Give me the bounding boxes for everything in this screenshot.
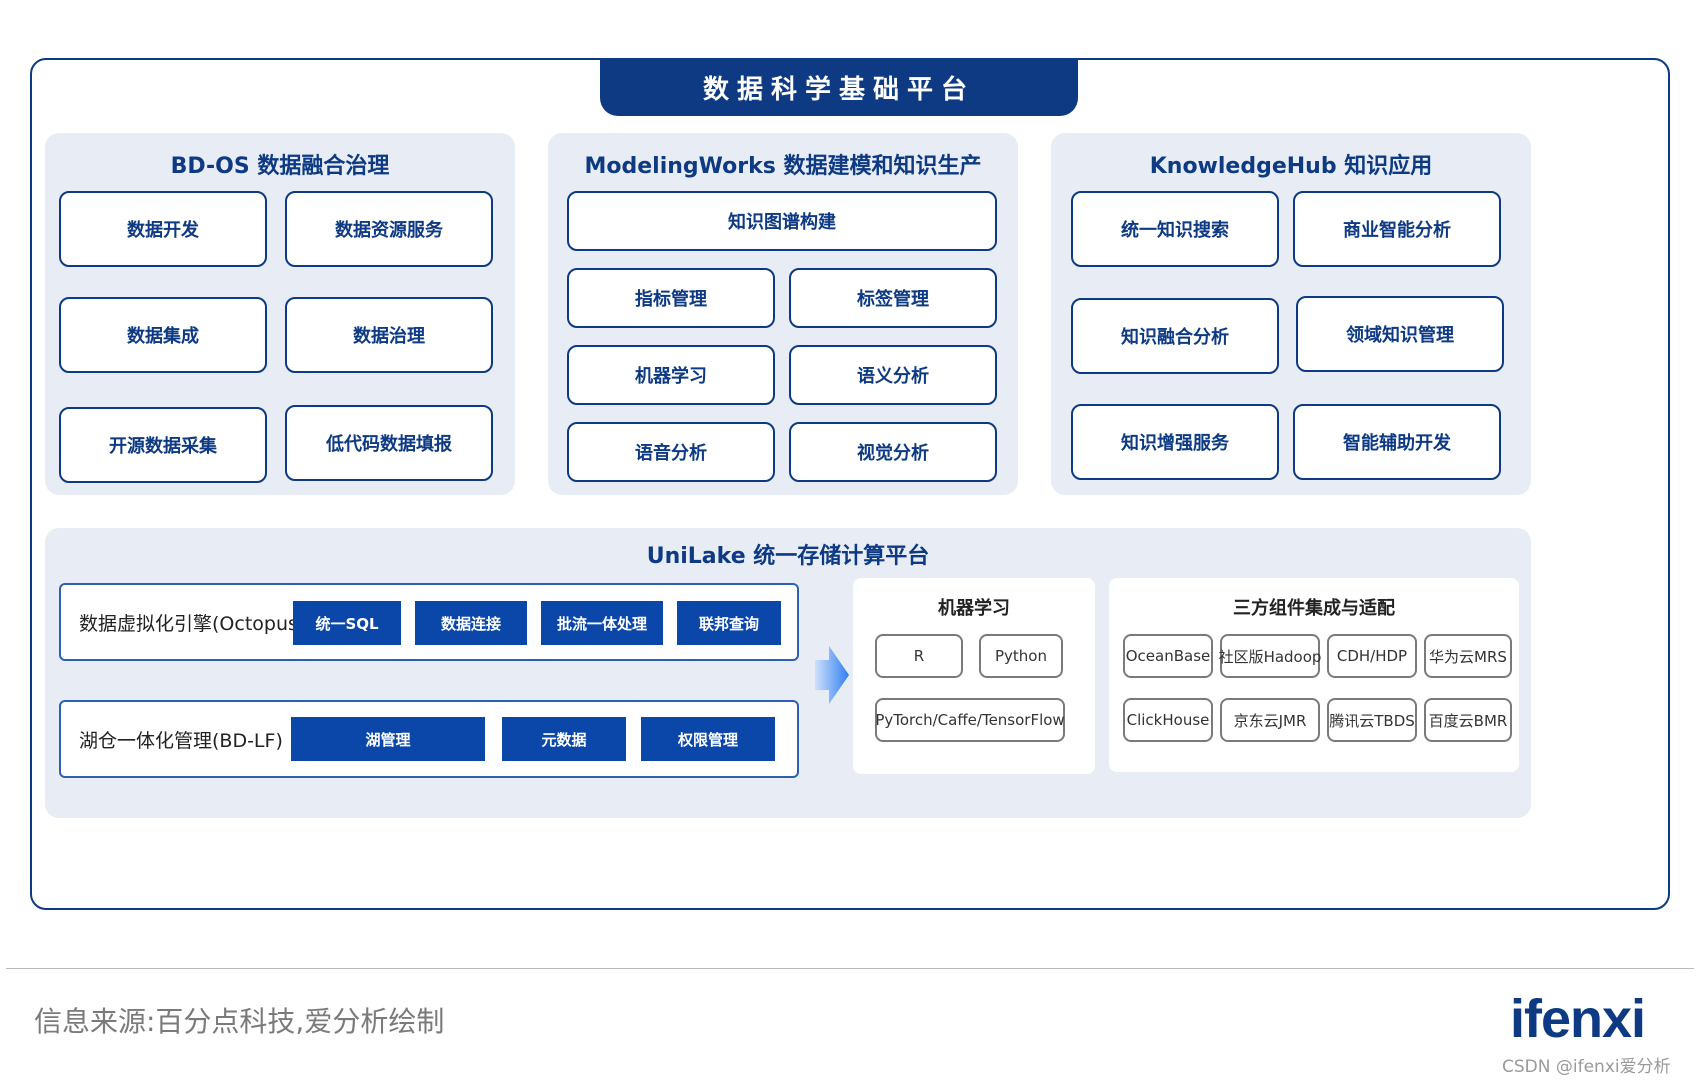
bdos-item-data-resource-service: 数据资源服务 <box>285 191 493 267</box>
knowledge-item-domain-knowledge: 领域知识管理 <box>1296 296 1504 372</box>
ml-item-python: Python <box>979 634 1063 678</box>
knowledge-item-unified-search: 统一知识搜索 <box>1071 191 1279 267</box>
modeling-item-tag-management: 标签管理 <box>789 268 997 328</box>
modeling-item-speech-analysis: 语音分析 <box>567 422 775 482</box>
tp-item-oceanbase: OceanBase <box>1123 634 1213 678</box>
knowledge-item-knowledge-enhancement: 知识增强服务 <box>1071 404 1279 480</box>
footer-divider <box>6 968 1694 969</box>
modeling-item-knowledge-graph: 知识图谱构建 <box>567 191 997 251</box>
bdlf-chip-lake-management: 湖管理 <box>291 717 485 761</box>
bdlf-row: 湖仓一体化管理(BD-LF) 湖管理 元数据 权限管理 <box>59 700 799 778</box>
octopus-chip-federated-query: 联邦查询 <box>677 601 781 645</box>
modeling-item-metric-management: 指标管理 <box>567 268 775 328</box>
octopus-chip-unified-sql: 统一SQL <box>293 601 401 645</box>
tp-item-baidu-bmr: 百度云BMR <box>1424 698 1512 742</box>
ml-title: 机器学习 <box>938 598 1010 619</box>
tp-item-tencent-tbds: 腾讯云TBDS <box>1327 698 1417 742</box>
third-party-title: 三方组件集成与适配 <box>1233 598 1395 619</box>
tp-item-huawei-mrs: 华为云MRS <box>1424 634 1512 678</box>
knowledge-title: KnowledgeHub 知识应用 <box>1149 154 1433 179</box>
right-arrow-icon <box>815 646 849 704</box>
ifenxi-logo: ifenxi <box>1510 989 1646 1049</box>
knowledge-item-knowledge-fusion: 知识融合分析 <box>1071 298 1279 374</box>
modeling-item-vision-analysis: 视觉分析 <box>789 422 997 482</box>
bdlf-chip-permission-management: 权限管理 <box>641 717 775 761</box>
knowledge-item-bi-analysis: 商业智能分析 <box>1293 191 1501 267</box>
bdlf-label: 湖仓一体化管理(BD-LF) <box>79 730 283 752</box>
bdos-item-low-code-reporting: 低代码数据填报 <box>285 405 493 481</box>
modeling-item-machine-learning: 机器学习 <box>567 345 775 405</box>
ml-item-frameworks: PyTorch/Caffe/TensorFlow <box>875 698 1065 742</box>
modeling-title: ModelingWorks 数据建模和知识生产 <box>584 154 982 179</box>
bdos-item-data-development: 数据开发 <box>59 191 267 267</box>
third-party-panel: 三方组件集成与适配 OceanBase 社区版Hadoop CDH/HDP 华为… <box>1109 578 1519 772</box>
unilake-panel: UniLake 统一存储计算平台 数据虚拟化引擎(Octopus) 统一SQL … <box>45 528 1531 818</box>
bdos-item-open-source-collection: 开源数据采集 <box>59 407 267 483</box>
source-note: 信息来源:百分点科技,爱分析绘制 <box>34 1005 445 1038</box>
octopus-chip-stream-batch: 批流一体处理 <box>541 601 663 645</box>
bdos-item-data-integration: 数据集成 <box>59 297 267 373</box>
bdos-title: BD-OS 数据融合治理 <box>170 154 390 179</box>
octopus-row: 数据虚拟化引擎(Octopus) 统一SQL 数据连接 批流一体处理 联邦查询 <box>59 583 799 661</box>
modeling-panel: ModelingWorks 数据建模和知识生产 知识图谱构建 指标管理 标签管理… <box>548 133 1018 495</box>
ml-panel: 机器学习 R Python PyTorch/Caffe/TensorFlow <box>853 578 1095 774</box>
knowledge-panel: KnowledgeHub 知识应用 统一知识搜索 商业智能分析 知识融合分析 领… <box>1051 133 1531 495</box>
octopus-label: 数据虚拟化引擎(Octopus) <box>79 613 306 635</box>
ml-item-r: R <box>875 634 963 678</box>
knowledge-item-smart-dev-assist: 智能辅助开发 <box>1293 404 1501 480</box>
octopus-chip-data-connect: 数据连接 <box>415 601 527 645</box>
tp-item-cdh-hdp: CDH/HDP <box>1327 634 1417 678</box>
tp-item-jd-jmr: 京东云JMR <box>1220 698 1320 742</box>
platform-title: 数据科学基础平台 <box>600 58 1078 116</box>
tp-item-clickhouse: ClickHouse <box>1123 698 1213 742</box>
bdlf-chip-metadata: 元数据 <box>502 717 626 761</box>
modeling-item-semantic-analysis: 语义分析 <box>789 345 997 405</box>
bdos-panel: BD-OS 数据融合治理 数据开发 数据资源服务 数据集成 数据治理 开源数据采… <box>45 133 515 495</box>
unilake-title: UniLake 统一存储计算平台 <box>646 544 930 569</box>
tp-item-hadoop: 社区版Hadoop <box>1219 634 1321 678</box>
bdos-item-data-governance: 数据治理 <box>285 297 493 373</box>
csdn-watermark: CSDN @ifenxi爱分析 <box>1502 1057 1671 1077</box>
